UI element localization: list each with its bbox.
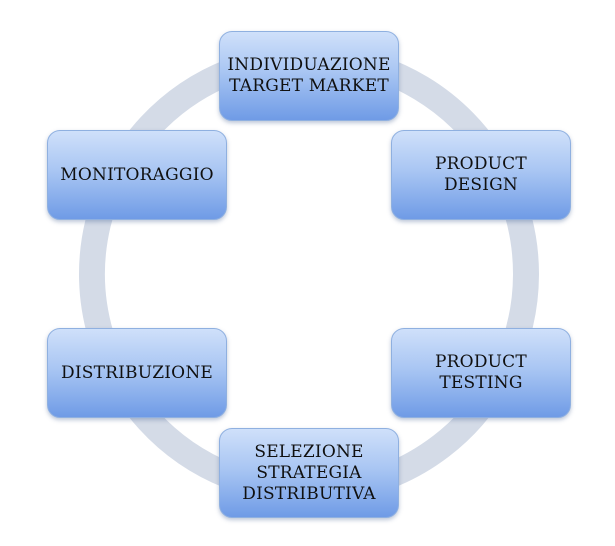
node-distribution-strategy: SELEZIONE STRATEGIA DISTRIBUTIVA [219,428,399,518]
node-target-market: INDIVIDUAZIONE TARGET MARKET [219,31,399,121]
node-product-testing-label: PRODUCT TESTING [435,352,527,393]
ring-arc [79,44,539,504]
node-distribution: DISTRIBUZIONE [47,328,227,418]
node-distribution-strategy-label: SELEZIONE STRATEGIA DISTRIBUTIVA [242,441,376,504]
node-target-market-label: INDIVIDUAZIONE TARGET MARKET [227,55,391,96]
node-distribution-label: DISTRIBUZIONE [60,362,213,383]
node-monitoring: MONITORAGGIO [47,130,227,220]
node-product-testing: PRODUCT TESTING [391,328,571,418]
node-product-design-label: PRODUCT DESIGN [435,154,527,195]
node-monitoring-label: MONITORAGGIO [60,164,214,185]
node-product-design: PRODUCT DESIGN [391,130,571,220]
